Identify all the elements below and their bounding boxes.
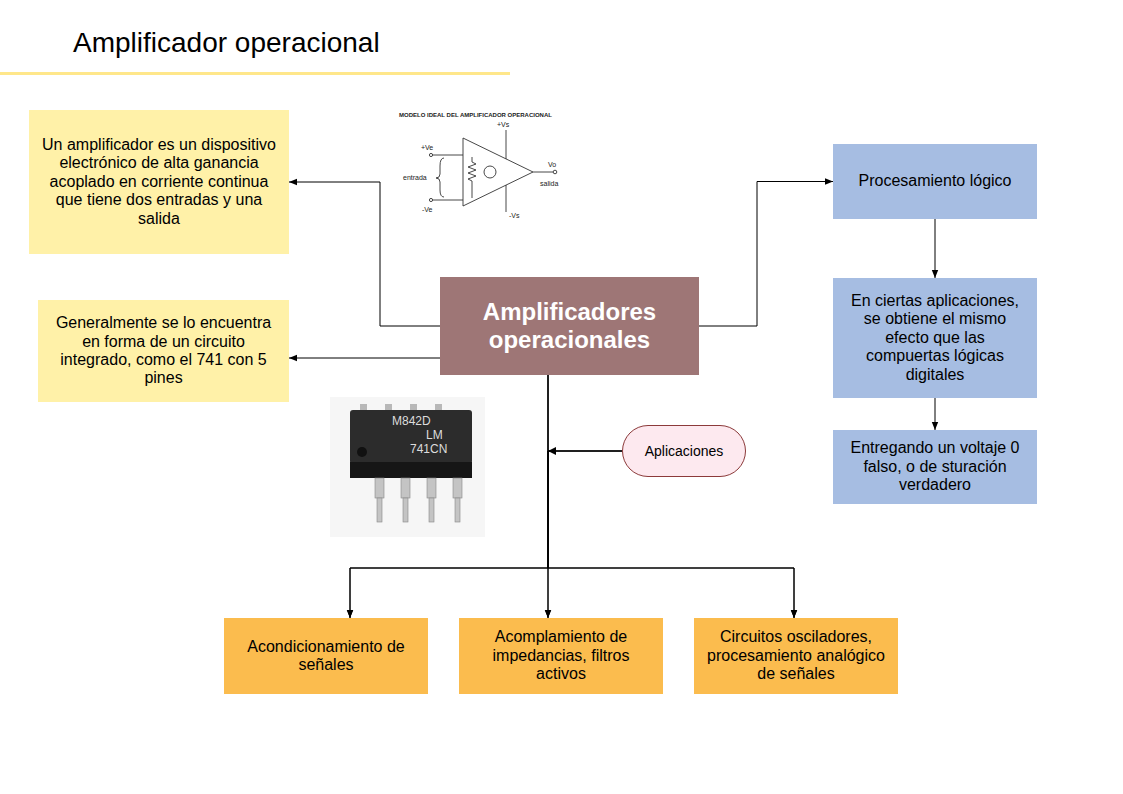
connector-arrow [699, 182, 833, 327]
supply-wire [506, 130, 507, 159]
figure-caption: MODELO IDEAL DEL AMPLIFICADOR OPERACIONA… [399, 112, 552, 118]
pin-name: +Ve [421, 144, 433, 151]
box-text: Acomplamiento de impedancias, filtros ac… [469, 628, 653, 683]
pin-name: Vo [548, 161, 556, 168]
box-text: Generalmente se lo encuentra en forma de… [48, 314, 279, 388]
chip-notch [357, 447, 367, 457]
pin-name: -Ve [422, 206, 433, 213]
box-text: Procesamiento lógico [859, 172, 1012, 190]
box-text: Entregando un voltaje 0 falso, o de stur… [843, 439, 1027, 494]
chip-pin [455, 498, 460, 522]
connector-arrow [350, 375, 548, 618]
chip-marking: LM [426, 428, 443, 442]
process-box: Entregando un voltaje 0 falso, o de stur… [833, 430, 1037, 504]
chip-pin [427, 478, 436, 498]
opamp-figure [429, 130, 556, 212]
label-anchor: -Ve [422, 206, 433, 213]
label-anchor: Vo [548, 161, 556, 168]
input-wire [432, 155, 463, 156]
definition-box: Un amplificador es un dispositivo electr… [29, 110, 289, 254]
process-box: Procesamiento lógico [833, 144, 1037, 219]
input-wire [432, 200, 463, 201]
connector-arrow [548, 451, 622, 618]
photo-ground [330, 397, 485, 537]
connector-arrow [289, 358, 440, 359]
chip-photo [330, 397, 485, 537]
chip-pin [375, 478, 384, 498]
pin-name: +Vs [497, 121, 509, 128]
connector-arrow [935, 219, 936, 278]
label-anchor: -Vs [509, 212, 520, 219]
label-anchor: MODELO IDEAL DEL AMPLIFICADOR OPERACIONA… [399, 112, 552, 118]
box-text: Un amplificador es un dispositivo electr… [39, 136, 279, 228]
application-box: Acondicionamiento de señales [224, 618, 428, 694]
output-wire [533, 172, 553, 173]
signal-name: salida [540, 180, 558, 187]
label-anchor: entrada [403, 174, 427, 181]
opamp-triangle [463, 138, 533, 206]
chip-pin [403, 498, 408, 522]
label-anchor: +Vs [497, 121, 509, 128]
chip-marking: M842D [392, 414, 431, 428]
terminal [553, 170, 557, 174]
label-anchor: M842D [392, 415, 431, 427]
terminal [429, 153, 432, 156]
chip-body-front [350, 462, 472, 478]
central-box: Amplificadores operacionales [440, 277, 699, 375]
box-text: Amplificadores operacionales [450, 298, 689, 353]
application-box: Circuitos osciladores, procesamiento ana… [694, 618, 898, 694]
connector-arrow [548, 375, 794, 618]
application-box: Acomplamiento de impedancias, filtros ac… [459, 618, 663, 694]
connector-arrow [935, 398, 936, 430]
chip-pin [429, 498, 434, 522]
page-title: Amplificador operacional [73, 28, 380, 59]
terminal [429, 198, 432, 201]
box-text: Aplicaciones [645, 443, 724, 459]
input-resistor [468, 157, 476, 198]
rounded-tag: Aplicaciones [622, 425, 746, 477]
label-anchor: salida [540, 180, 558, 187]
connector-arrow [350, 451, 622, 618]
input-brace [436, 158, 444, 197]
supply-wire [506, 185, 507, 212]
label-anchor: 741CN [410, 443, 447, 455]
label-anchor: LM [426, 429, 443, 441]
chip-body-top [350, 410, 472, 464]
box-text: Circuitos osciladores, procesamiento ana… [704, 628, 888, 683]
box-text: Acondicionamiento de señales [234, 638, 418, 675]
title-underline [0, 72, 510, 75]
signal-name: entrada [403, 174, 427, 181]
label-anchor: +Ve [421, 144, 433, 151]
connector-arrow [289, 182, 440, 326]
box-text: En ciertas aplicaciones, se obtiene el m… [843, 292, 1027, 384]
pin-name: -Vs [509, 212, 520, 219]
process-box: En ciertas aplicaciones, se obtiene el m… [833, 278, 1037, 398]
chip-marking: 741CN [410, 442, 447, 456]
chip-pin [377, 498, 382, 522]
dependent-source [484, 166, 496, 178]
chip-pin [453, 478, 462, 498]
title-text: Amplificador operacional [73, 27, 380, 58]
chip-pin [401, 478, 410, 498]
definition-box: Generalmente se lo encuentra en forma de… [38, 300, 289, 402]
